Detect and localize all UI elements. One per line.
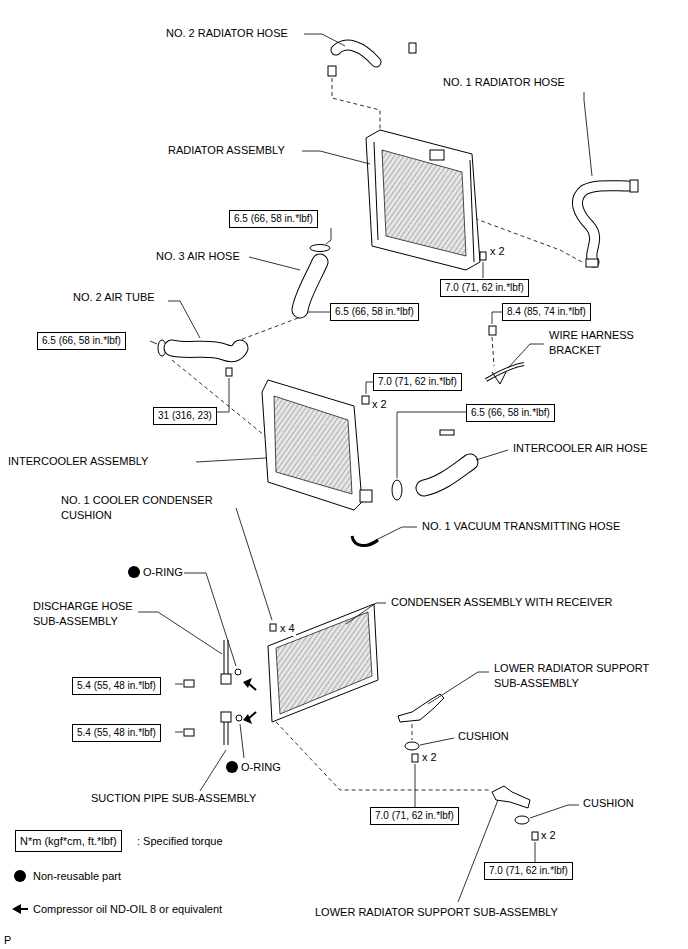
torque-box: 8.4 (85, 74 in.*lbf) — [502, 303, 591, 321]
part-label: CUSHION — [457, 729, 510, 744]
torque-value: 8.4 (85, 74 in.*lbf) — [507, 306, 586, 317]
torque-value: 6.5 (66, 58 in.*lbf) — [42, 335, 121, 346]
quantity-label: x 2 — [421, 750, 438, 765]
part-label: RADIATOR ASSEMBLY — [167, 143, 286, 158]
torque-box: 7.0 (71, 62 in.*lbf) — [373, 373, 462, 391]
torque-box: 5.4 (55, 48 in.*lbf) — [72, 724, 161, 742]
part-label: DISCHARGE HOSE SUB-ASSEMBLY — [32, 599, 159, 629]
part-label: INTERCOOLER AIR HOSE — [512, 441, 648, 456]
part-label: NO. 1 COOLER CONDENSER CUSHION — [60, 493, 237, 523]
part-label: NO. 1 VACUUM TRANSMITTING HOSE — [421, 519, 621, 534]
torque-value: 7.0 (71, 62 in.*lbf) — [445, 282, 524, 293]
torque-value: 5.4 (55, 48 in.*lbf) — [77, 680, 156, 691]
legend-text: : Specified torque — [136, 834, 224, 849]
torque-box: 7.0 (71, 62 in.*lbf) — [370, 807, 459, 825]
torque-box: 6.5 (66, 58 in.*lbf) — [37, 332, 126, 350]
part-label: WIRE HARNESS BRACKET — [548, 328, 660, 358]
torque-box: 5.4 (55, 48 in.*lbf) — [72, 677, 161, 695]
part-label: O-RING — [240, 760, 282, 775]
part-label: NO. 1 RADIATOR HOSE — [442, 75, 566, 90]
legend-text: Non-reusable part — [32, 869, 122, 884]
torque-box: 7.0 (71, 62 in.*lbf) — [440, 279, 529, 297]
part-label: NO. 2 AIR TUBE — [72, 290, 156, 305]
torque-box: 31 (316, 23) — [153, 407, 217, 425]
torque-value: 6.5 (66, 58 in.*lbf) — [234, 213, 313, 224]
torque-value: 7.0 (71, 62 in.*lbf) — [375, 810, 454, 821]
quantity-label: x 2 — [489, 244, 506, 259]
quantity-label: x 4 — [279, 621, 296, 636]
part-label: SUCTION PIPE SUB-ASSEMBLY — [90, 791, 257, 806]
quantity-label: x 2 — [371, 397, 388, 412]
torque-value: 6.5 (66, 58 in.*lbf) — [471, 407, 550, 418]
torque-box: 6.5 (66, 58 in.*lbf) — [229, 210, 318, 228]
part-label: NO. 2 RADIATOR HOSE — [165, 26, 289, 41]
torque-box: 6.5 (66, 58 in.*lbf) — [330, 303, 419, 321]
legend-box: N*m (kgf*cm, ft.*lbf) — [15, 830, 122, 852]
part-label: CUSHION — [582, 796, 635, 811]
part-label: LOWER RADIATOR SUPPORT SUB-ASSEMBLY — [314, 905, 559, 920]
quantity-label: x 2 — [540, 828, 557, 843]
torque-box: 7.0 (71, 62 in.*lbf) — [484, 862, 573, 880]
figure-code: P — [3, 933, 12, 948]
part-label: CONDENSER ASSEMBLY WITH RECEIVER — [390, 595, 613, 610]
torque-value: 5.4 (55, 48 in.*lbf) — [77, 727, 156, 738]
legend-text: Compressor oil ND-OIL 8 or equivalent — [32, 902, 223, 917]
torque-value: 31 (316, 23) — [158, 410, 212, 421]
part-label: NO. 3 AIR HOSE — [155, 249, 241, 264]
torque-box: 6.5 (66, 58 in.*lbf) — [466, 404, 555, 422]
part-label: INTERCOOLER ASSEMBLY — [7, 454, 149, 469]
part-label: LOWER RADIATOR SUPPORT SUB-ASSEMBLY — [493, 661, 670, 691]
torque-value: 7.0 (71, 62 in.*lbf) — [378, 376, 457, 387]
torque-value: 7.0 (71, 62 in.*lbf) — [489, 865, 568, 876]
legend-unit: N*m (kgf*cm, ft.*lbf) — [20, 835, 117, 847]
part-label: O-RING — [142, 565, 184, 580]
torque-value: 6.5 (66, 58 in.*lbf) — [335, 306, 414, 317]
